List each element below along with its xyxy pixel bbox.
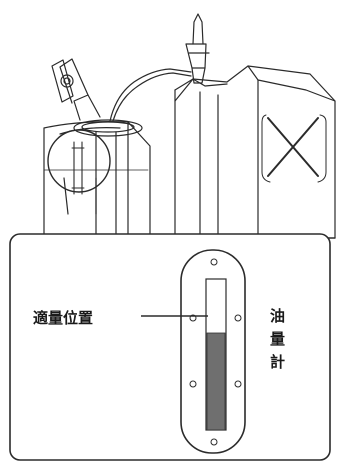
screw-left-lower	[189, 380, 197, 388]
oil-gauge-label-line-2: 量	[270, 330, 285, 348]
screw-left-upper	[189, 314, 197, 322]
callout-box	[9, 233, 331, 461]
screw-right-upper	[234, 314, 242, 322]
appropriate-level-label: 適量位置	[33, 309, 93, 327]
gauge-fill	[206, 332, 226, 431]
screw-bottom	[210, 438, 218, 446]
heater-and-tank-illustration	[43, 13, 336, 239]
oil-gauge-label-line-1: 油	[270, 307, 285, 325]
oil-gauge-label-line-3: 計	[270, 353, 285, 371]
screw-top	[210, 258, 218, 266]
oil-gauge	[141, 249, 246, 454]
screw-right-lower	[234, 380, 242, 388]
